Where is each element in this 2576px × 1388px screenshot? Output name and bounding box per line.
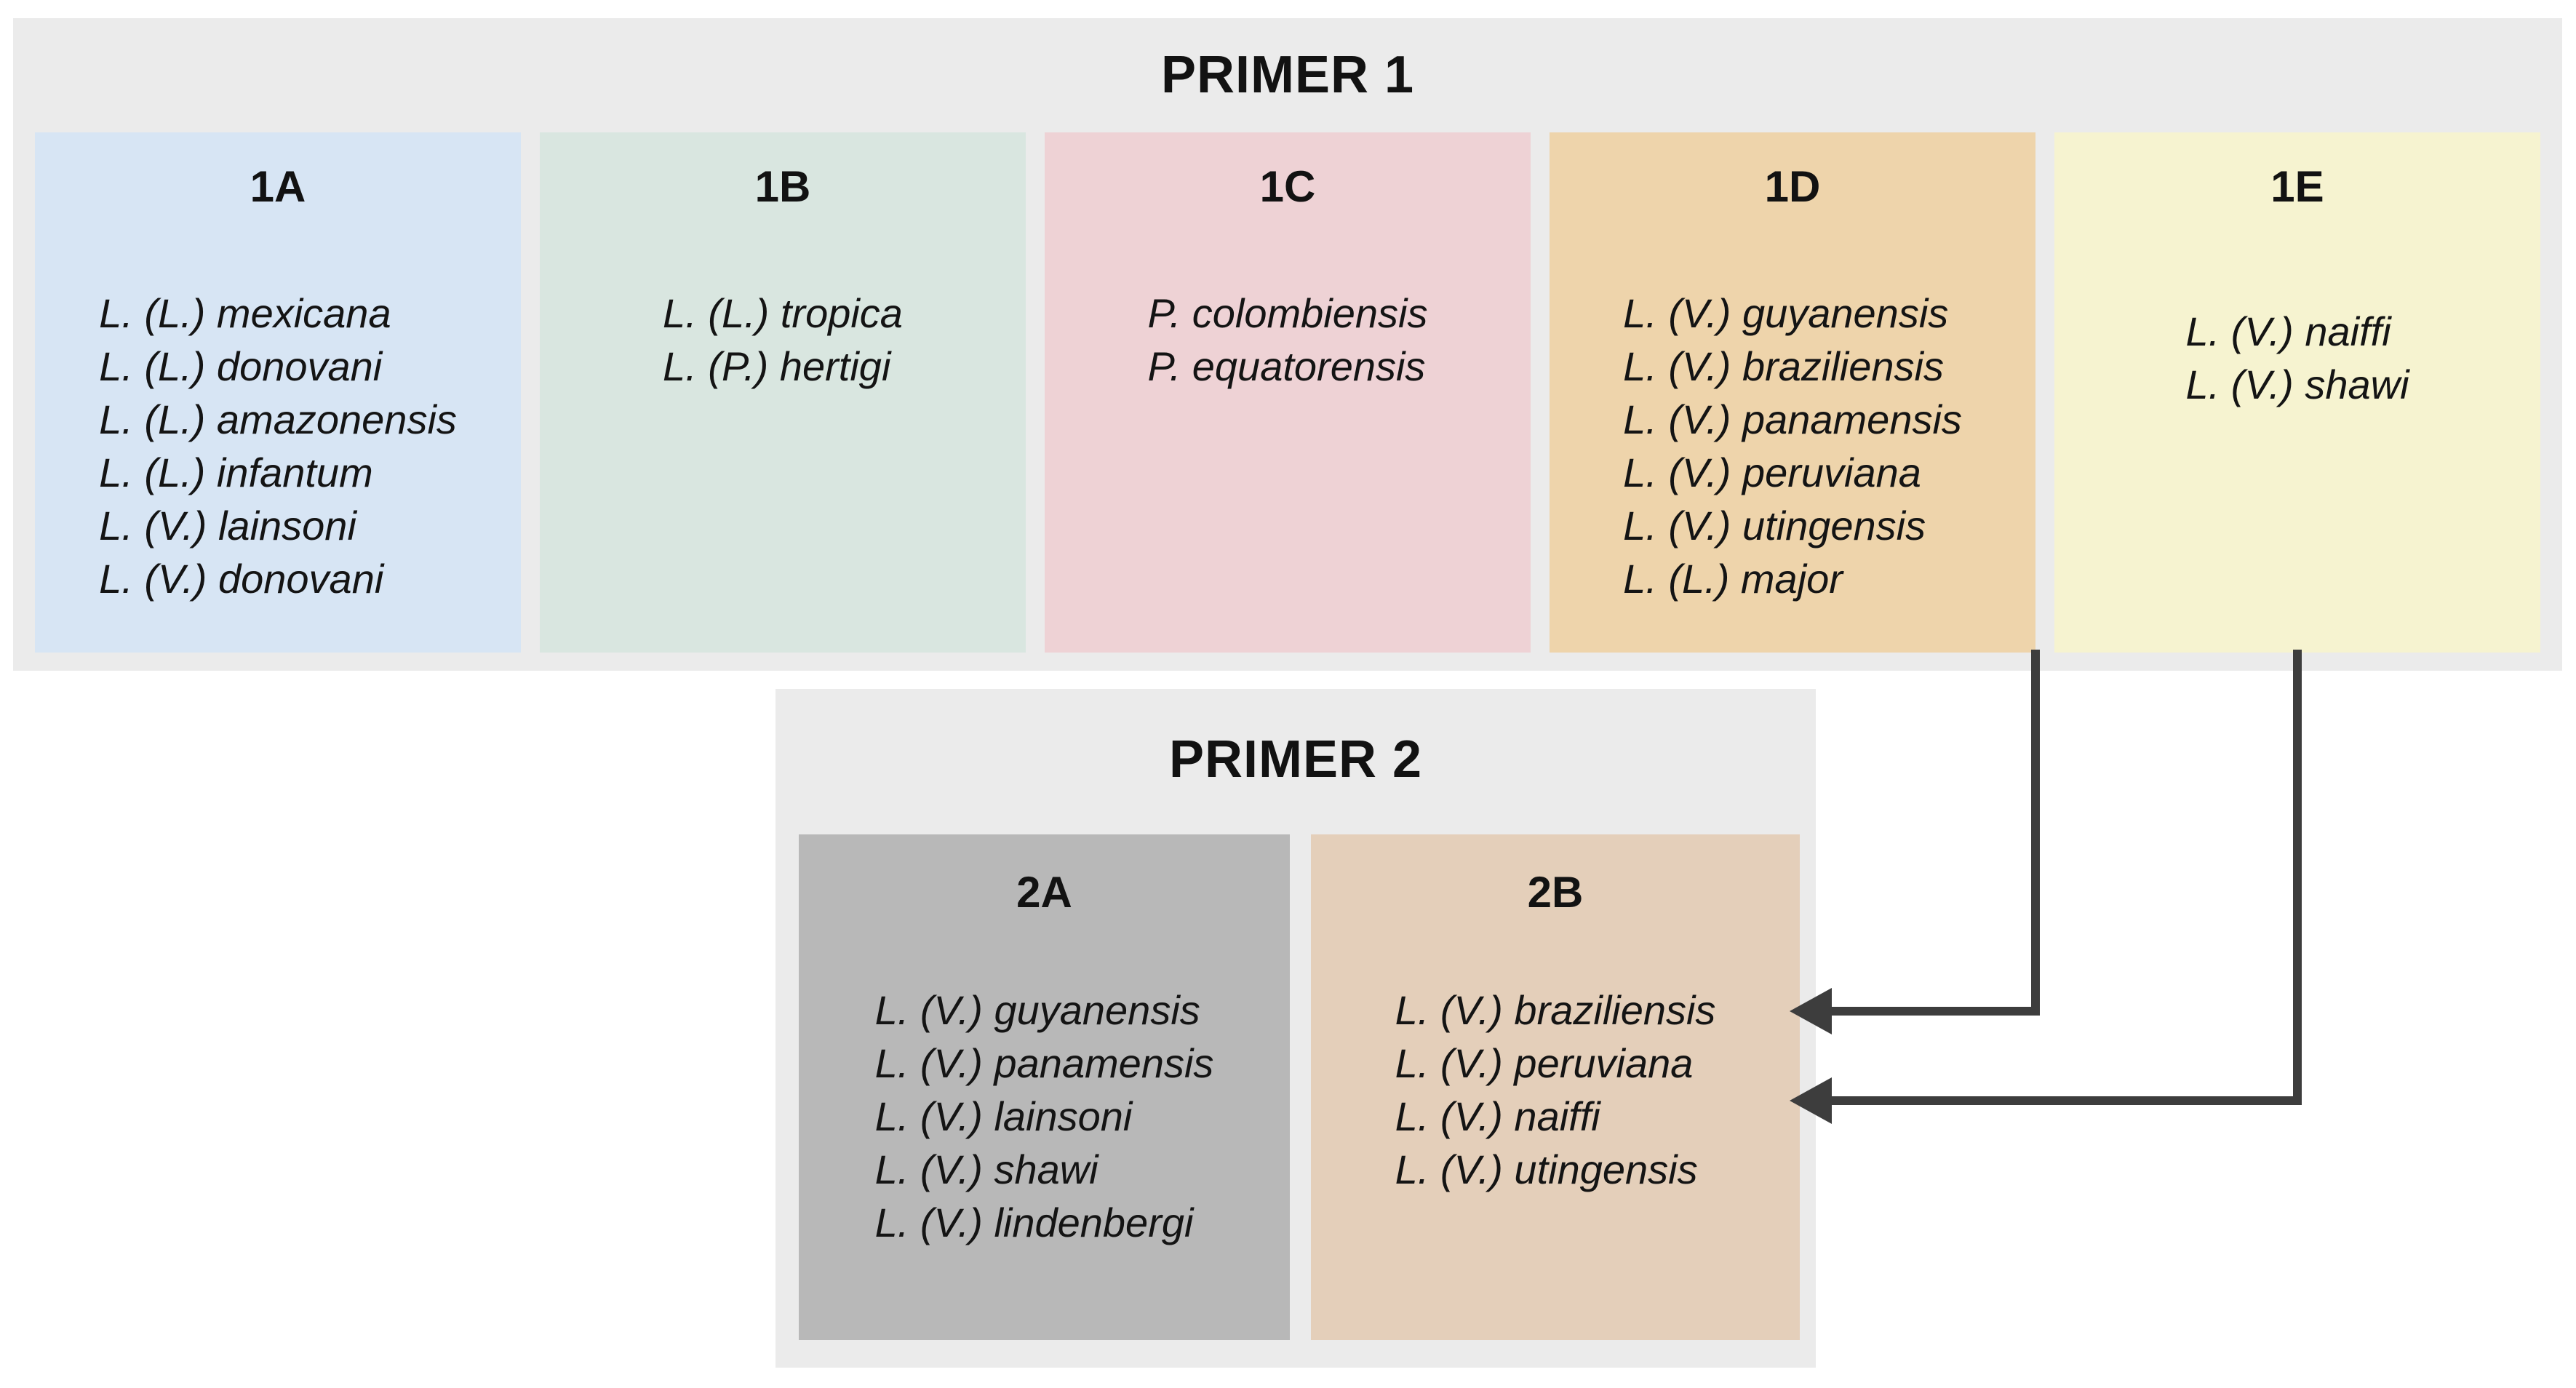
species-line: L. (L.) tropica xyxy=(663,290,903,336)
species-list-1c: P. colombiensis P. equatorensis xyxy=(1148,287,1428,393)
species-line: L. (L.) infantum xyxy=(99,450,373,495)
group-box-2b: 2B L. (V.) braziliensis L. (V.) peruvian… xyxy=(1311,834,1800,1340)
arrow-1d-to-2b-head-icon xyxy=(1790,988,1832,1034)
species-line: L. (L.) major xyxy=(1623,556,1843,602)
group-box-1a: 1A L. (L.) mexicana L. (L.) donovani L. … xyxy=(35,132,521,653)
species-line: L. (P.) hertigi xyxy=(663,343,891,389)
arrow-1d-to-2b-vertical xyxy=(2031,650,2040,1016)
group-label-1c: 1C xyxy=(1259,162,1316,211)
group-box-1d: 1D L. (V.) guyanensis L. (V.) braziliens… xyxy=(1550,132,2035,653)
species-line: P. colombiensis xyxy=(1147,290,1428,336)
species-line: L. (L.) amazonensis xyxy=(99,396,457,442)
species-list-2a: L. (V.) guyanensis L. (V.) panamensis L.… xyxy=(875,984,1214,1249)
group-label-1a: 1A xyxy=(250,162,306,211)
species-line: L. (V.) peruviana xyxy=(1623,450,1921,495)
group-box-1e: 1E L. (V.) naiffi L. (V.) shawi xyxy=(2054,132,2540,653)
primer1-panel: PRIMER 1 1A L. (L.) mexicana L. (L.) don… xyxy=(13,18,2562,671)
species-list-2b: L. (V.) braziliensis L. (V.) peruviana L… xyxy=(1395,984,1716,1196)
species-line: L. (V.) naiffi xyxy=(1395,1093,1600,1139)
species-line: L. (V.) panamensis xyxy=(874,1040,1214,1086)
arrow-1e-to-2b-vertical xyxy=(2293,650,2302,1105)
species-list-1e: L. (V.) naiffi L. (V.) shawi xyxy=(2185,305,2409,411)
species-line: L. (V.) panamensis xyxy=(1623,396,1962,442)
species-line: L. (V.) guyanensis xyxy=(1623,290,1949,336)
species-list-1d: L. (V.) guyanensis L. (V.) braziliensis … xyxy=(1623,287,1962,605)
group-label-1b: 1B xyxy=(754,162,811,211)
group-label-2b: 2B xyxy=(1527,868,1584,917)
species-line: L. (V.) naiffi xyxy=(2185,308,2391,354)
species-block-1a: L. (L.) mexicana L. (L.) donovani L. (L.… xyxy=(35,287,521,605)
species-line: L. (V.) braziliensis xyxy=(1395,987,1716,1033)
primer2-panel: PRIMER 2 2A L. (V.) guyanensis L. (V.) p… xyxy=(775,689,1816,1368)
species-line: L. (V.) utingensis xyxy=(1623,503,1926,549)
group-box-1b: 1B L. (L.) tropica L. (P.) hertigi xyxy=(540,132,1026,653)
species-block-1d: L. (V.) guyanensis L. (V.) braziliensis … xyxy=(1550,287,2035,605)
species-line: L. (V.) shawi xyxy=(874,1146,1098,1192)
group-label-2a: 2A xyxy=(1016,868,1072,917)
species-block-2a: L. (V.) guyanensis L. (V.) panamensis L.… xyxy=(799,984,1290,1249)
species-list-1b: L. (L.) tropica L. (P.) hertigi xyxy=(663,287,903,393)
species-line: P. equatorensis xyxy=(1147,343,1426,389)
species-line: L. (L.) donovani xyxy=(99,343,383,389)
species-line: L. (V.) lindenbergi xyxy=(874,1200,1194,1245)
species-line: L. (V.) lainsoni xyxy=(99,503,356,549)
species-list-1a: L. (L.) mexicana L. (L.) donovani L. (L.… xyxy=(99,287,457,605)
arrow-1d-to-2b-horizontal xyxy=(1829,1007,2040,1016)
species-line: L. (V.) donovani xyxy=(99,556,384,602)
species-block-1b: L. (L.) tropica L. (P.) hertigi xyxy=(540,287,1026,393)
group-label-1e: 1E xyxy=(2270,162,2324,211)
species-line: L. (V.) guyanensis xyxy=(874,987,1200,1033)
arrow-1e-to-2b-head-icon xyxy=(1790,1077,1832,1124)
group-box-2a: 2A L. (V.) guyanensis L. (V.) panamensis… xyxy=(799,834,1290,1340)
primer1-title: PRIMER 1 xyxy=(1160,46,1415,104)
group-box-1c: 1C P. colombiensis P. equatorensis xyxy=(1045,132,1531,653)
arrow-1e-to-2b-horizontal xyxy=(1829,1096,2302,1105)
species-block-1e: L. (V.) naiffi L. (V.) shawi xyxy=(2054,305,2540,411)
primer2-title: PRIMER 2 xyxy=(1168,730,1423,789)
species-line: L. (V.) shawi xyxy=(2185,362,2409,407)
group-label-1d: 1D xyxy=(1764,162,1821,211)
species-line: L. (V.) braziliensis xyxy=(1623,343,1944,389)
species-line: L. (L.) mexicana xyxy=(99,290,391,336)
species-line: L. (V.) peruviana xyxy=(1395,1040,1694,1086)
species-block-1c: P. colombiensis P. equatorensis xyxy=(1045,287,1531,393)
species-line: L. (V.) utingensis xyxy=(1395,1146,1698,1192)
species-block-2b: L. (V.) braziliensis L. (V.) peruviana L… xyxy=(1311,984,1800,1196)
species-line: L. (V.) lainsoni xyxy=(874,1093,1133,1139)
